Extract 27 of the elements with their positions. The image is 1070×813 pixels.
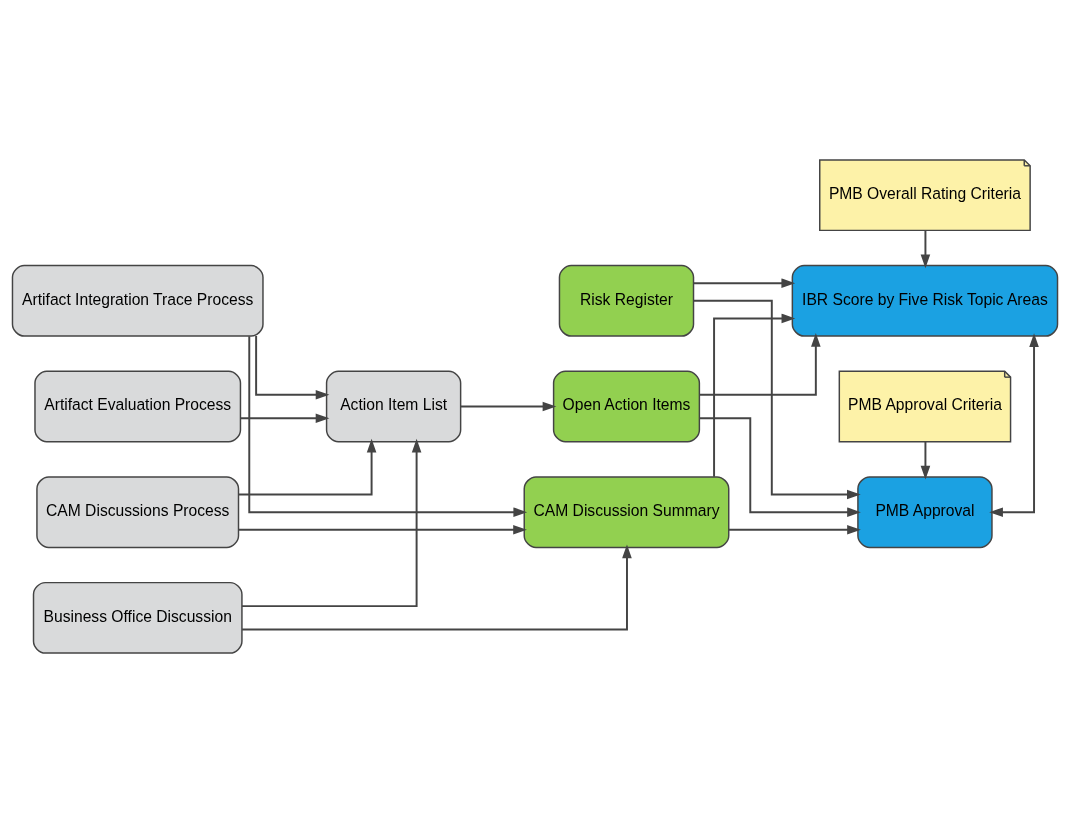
arrow [698, 333, 821, 396]
node-box: Risk Register [558, 264, 695, 337]
node-box: CAM Discussion Summary [523, 476, 730, 549]
node-box: PMB Approval [857, 476, 993, 549]
arrow [237, 525, 527, 535]
node-box: Artifact Integration Trace Process [11, 264, 264, 337]
arrow [239, 413, 330, 424]
node-box: Open Action Items [552, 370, 701, 443]
arrow [727, 525, 861, 535]
arrow [920, 229, 931, 269]
arrow [241, 544, 632, 631]
arrow [459, 401, 557, 412]
node-box: IBR Score by Five Risk Topic Areas [791, 264, 1059, 337]
arrow [692, 299, 861, 500]
arrow [241, 438, 422, 608]
arrow [989, 333, 1039, 517]
arrow [920, 441, 931, 480]
node-box: Artifact Evaluation Process [34, 370, 242, 443]
arrow [237, 438, 377, 496]
arrow [713, 313, 796, 478]
arrow [698, 417, 861, 517]
arrow [692, 278, 796, 288]
arrow [255, 335, 330, 400]
arrow [248, 335, 528, 517]
node-box: Business Office Discussion [32, 581, 243, 654]
node-box: Action Item List [325, 370, 462, 443]
node-box: CAM Discussions Process [36, 476, 240, 549]
